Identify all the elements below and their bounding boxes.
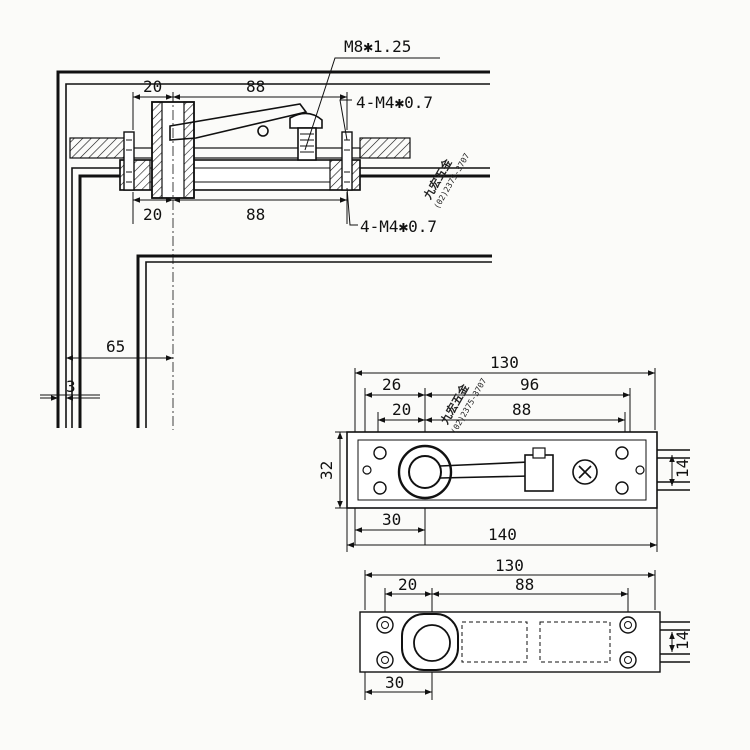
pivot-spindle	[151, 92, 195, 430]
thread-bottom-label: 4-M4✱0.7	[360, 217, 437, 236]
plan-overall-top-label: 130	[490, 353, 519, 372]
plan-overall-bottom-label: 140	[488, 525, 517, 544]
offset-dim-label: 65	[106, 337, 125, 356]
plan-dim-96-label: 96	[520, 375, 539, 394]
plan-dim-20-label: 20	[392, 400, 411, 419]
plan-dim-30-label: 30	[382, 510, 401, 529]
bottom-dim-30-label: 30	[385, 673, 404, 692]
edge-dim-label: 3	[66, 377, 76, 396]
offset-dimension-lines	[40, 355, 173, 401]
bottom-dimension-lines	[132, 192, 348, 224]
top-dimension-lines	[132, 92, 348, 130]
leader-lines	[304, 57, 440, 226]
door-frame-lines	[40, 70, 492, 428]
thread-top-label: 4-M4✱0.7	[356, 93, 433, 112]
bottom-overall-top-label: 130	[495, 556, 524, 575]
bottom-dim-left-label: 20	[143, 205, 162, 224]
plan-dim-88-label: 88	[512, 400, 531, 419]
plan-view: 130 26 96 20 88 32 14 30 140	[317, 353, 692, 552]
top-dim-left-label: 20	[143, 77, 162, 96]
plan-dim-26-label: 26	[382, 375, 401, 394]
bottom-dim-20-label: 20	[398, 575, 417, 594]
bottom-spindle-ring	[413, 624, 451, 662]
plan-right-14-label: 14	[673, 459, 692, 478]
section-view: M8✱1.25 4-M4✱0.7 4-M4✱0.7 20 88 20 88 65…	[40, 37, 492, 430]
bottom-right-14-label: 14	[673, 631, 692, 650]
top-dim-right-label: 88	[246, 77, 265, 96]
bottom-view: 130 20 88 14 30	[359, 556, 692, 700]
bottom-dim-right-label: 88	[246, 205, 265, 224]
floor-plate	[69, 137, 411, 159]
watermark-stamp-2: 九宏五金 (02)2375-3707	[437, 377, 489, 436]
plan-mount-holes	[362, 446, 645, 495]
plan-height-32-label: 32	[317, 461, 336, 480]
bottom-mount-holes	[376, 616, 637, 669]
plan-spindle-ring-inner	[408, 455, 442, 489]
bottom-dim-88-label: 88	[515, 575, 534, 594]
thread-main-label: M8✱1.25	[344, 37, 411, 56]
